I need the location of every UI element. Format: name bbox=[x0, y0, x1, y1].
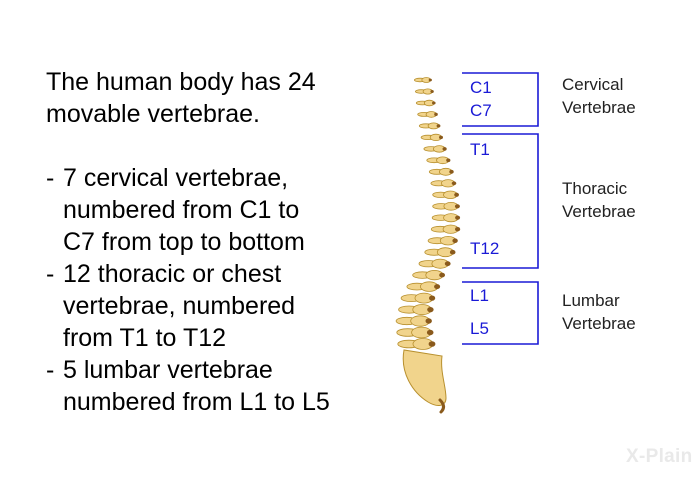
point-line: from T1 to T12 bbox=[63, 324, 227, 352]
vertebra-foramen bbox=[425, 318, 432, 324]
vertebra-foramen bbox=[426, 329, 434, 336]
vertebra-foramen bbox=[428, 341, 436, 347]
vertebra-labels: C1 C7 T1 T12 L1 L5 bbox=[470, 78, 499, 338]
thoracic-label-1: Thoracic bbox=[562, 179, 628, 198]
vertebra-foramen bbox=[427, 307, 434, 313]
coccyx-shape bbox=[438, 398, 445, 414]
point-line: C7 from top to bottom bbox=[63, 228, 305, 256]
point-line: numbered from L1 to L5 bbox=[63, 388, 330, 416]
label-c1: C1 bbox=[470, 78, 492, 97]
vertebra-foramen bbox=[452, 238, 458, 243]
intro-heading: The human body has 24 movable vertebrae. bbox=[46, 66, 316, 130]
vertebra-foramen bbox=[439, 135, 443, 140]
label-t12: T12 bbox=[470, 239, 499, 258]
vertebra-foramen bbox=[432, 101, 436, 105]
vertebra-foramen bbox=[449, 169, 454, 174]
point-line: 7 cervical vertebrae, bbox=[63, 164, 289, 192]
label-l5: L5 bbox=[470, 319, 489, 338]
vertebra-foramen bbox=[446, 158, 451, 163]
lumbar-label-2: Vertebrae bbox=[562, 314, 636, 333]
intro-line-2: movable vertebrae. bbox=[46, 100, 261, 128]
vertebra-foramen bbox=[454, 192, 459, 197]
point-line: vertebrae, numbered bbox=[63, 292, 296, 320]
xplain-logo: X-Plain bbox=[626, 446, 693, 467]
label-t1: T1 bbox=[470, 140, 490, 159]
vertebra-foramen bbox=[455, 227, 461, 232]
vertebra-foramen bbox=[429, 295, 436, 301]
point-thoracic: - 12 thoracic or chest vertebrae, number… bbox=[46, 258, 330, 354]
group-labels: Cervical Vertebrae Thoracic Vertebrae Lu… bbox=[562, 75, 636, 333]
vertebra-foramen bbox=[434, 112, 438, 116]
vertebra-foramen bbox=[436, 124, 441, 128]
point-cervical: - 7 cervical vertebrae, numbered from C1… bbox=[46, 162, 330, 258]
label-l1: L1 bbox=[470, 286, 489, 305]
bracket-lumbar bbox=[462, 281, 539, 345]
vertebra-foramen bbox=[444, 261, 451, 267]
vertebra-foramen bbox=[430, 90, 434, 93]
bracket-cervical bbox=[462, 72, 539, 127]
spine-illustration bbox=[395, 77, 461, 414]
point-line: numbered from C1 to bbox=[63, 196, 300, 224]
vertebra-foramen bbox=[428, 78, 432, 82]
point-dash: - bbox=[46, 164, 55, 192]
point-line: 12 thoracic or chest bbox=[63, 260, 282, 288]
lumbar-label-1: Lumbar bbox=[562, 291, 620, 310]
vertebrae-point-list: - 7 cervical vertebrae, numbered from C1… bbox=[46, 162, 330, 418]
point-lumbar: - 5 lumbar vertebrae numbered from L1 to… bbox=[46, 354, 330, 418]
vertebra-foramen bbox=[454, 204, 460, 209]
vertebra-foramen bbox=[439, 272, 445, 278]
vertebra-foramen bbox=[434, 284, 441, 290]
intro-line-1: The human body has 24 bbox=[46, 68, 316, 96]
cervical-label-2: Vertebrae bbox=[562, 98, 636, 117]
label-c7: C7 bbox=[470, 101, 492, 120]
vertebra-foramen bbox=[451, 181, 457, 186]
vertebra-foramen bbox=[442, 147, 447, 151]
thoracic-label-2: Vertebrae bbox=[562, 202, 636, 221]
bracket-thoracic bbox=[462, 133, 539, 269]
vertebra-foramen bbox=[449, 249, 456, 255]
cervical-label-1: Cervical bbox=[562, 75, 623, 94]
group-brackets bbox=[462, 72, 539, 345]
sacrum-shape bbox=[402, 349, 447, 406]
point-line: 5 lumbar vertebrae bbox=[63, 356, 273, 384]
vertebra-foramen bbox=[455, 215, 461, 220]
point-dash: - bbox=[46, 356, 55, 384]
point-dash: - bbox=[46, 260, 55, 288]
